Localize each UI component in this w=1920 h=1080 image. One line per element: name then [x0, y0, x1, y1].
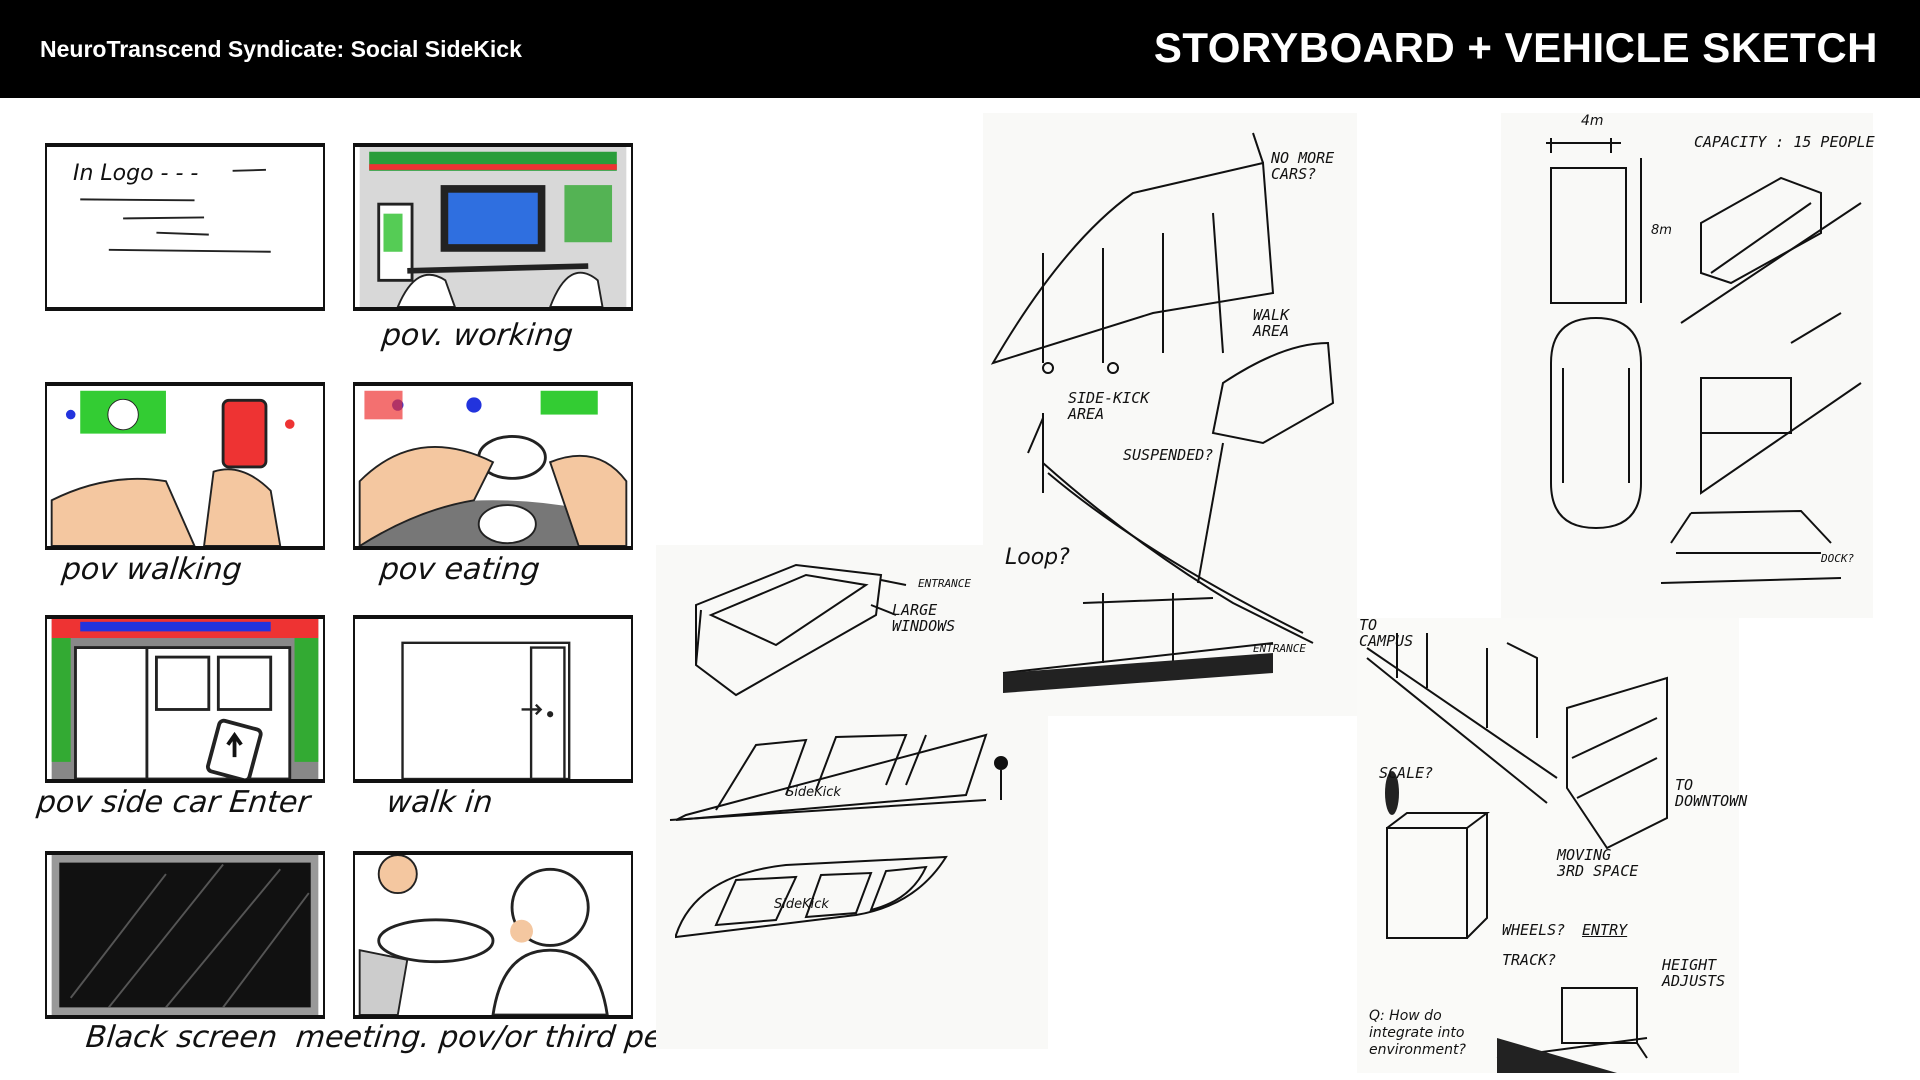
storyboard-panel-black-screen — [45, 851, 325, 1019]
project-subtitle: NeuroTranscend Syndicate: Social SideKic… — [40, 36, 522, 62]
label-sidekick-1: SideKick — [786, 785, 841, 800]
label-suspended: SUSPENDED? — [1123, 446, 1214, 464]
environment-sketch-sheet: TO CAMPUS TO DOWNTOWN MOVING 3rd SPACE S… — [1357, 616, 1747, 1073]
storyboard-panel-logo: In Logo - - - — [45, 143, 325, 311]
label-walk-area: WALK AREA — [1253, 306, 1290, 340]
slide-title: STORYBOARD + VEHICLE SKETCH — [1153, 24, 1878, 71]
label-height-adjusts: HEIGHT ADJUSTS — [1662, 956, 1726, 990]
storyboard-panel-walk-in — [353, 615, 633, 783]
logo-note: In Logo - - - — [73, 161, 199, 186]
label-entrance-middle: ENTRANCE — [1253, 642, 1306, 655]
header-bar: NeuroTranscend Syndicate: Social SideKic… — [0, 0, 1920, 98]
label-to-campus: TO CAMPUS — [1359, 616, 1414, 650]
label-integration-question: Q: How do integrate into environment? — [1369, 1008, 1466, 1058]
storyboard-panel-sidecar-enter — [45, 615, 325, 783]
storyboard-panel-eating — [353, 382, 633, 550]
label-sidekick-area: SIDE-KICK AREA — [1068, 389, 1150, 423]
caption-black-screen: Black screen — [84, 1020, 279, 1055]
label-entry: ENTRY — [1582, 921, 1628, 939]
label-moving-space: MOVING 3rd SPACE — [1557, 846, 1639, 880]
label-to-downtown: TO DOWNTOWN — [1675, 776, 1748, 810]
label-dock: DOCK? — [1821, 552, 1855, 565]
label-entrance: ENTRANCE — [918, 577, 971, 590]
label-large-windows: LARGE WINDOWS — [892, 601, 956, 635]
vehicle-sketch-sheet: ENTRANCE LARGE WINDOWS SideKick SideKick — [656, 545, 1048, 1049]
storyboard-panel-meeting — [353, 851, 633, 1019]
label-length-8m: 8m — [1651, 223, 1672, 238]
caption-eating: pov eating — [378, 552, 542, 587]
caption-walk-in: walk in — [385, 785, 495, 820]
label-capacity: CAPACITY : 15 people — [1694, 133, 1875, 151]
label-wheels: WHEELS? — [1502, 921, 1566, 939]
caption-working: pov. working — [380, 318, 575, 353]
caption-walking: pov walking — [60, 552, 244, 587]
caption-sidecar-enter: pov side car Enter — [35, 785, 312, 820]
label-loop: Loop? — [1005, 545, 1070, 570]
label-width-4m: 4m — [1581, 113, 1604, 129]
storyboard-panel-working — [353, 143, 633, 311]
plan-sketch-sheet: 4m 8m CAPACITY : 15 people DOCK? — [1501, 113, 1875, 618]
storyboard-panel-walking — [45, 382, 325, 550]
label-sidekick-2: SideKick — [774, 897, 829, 912]
label-no-more-cars: NO MORE CARS? — [1271, 149, 1335, 183]
label-scale: SCALE? — [1379, 764, 1434, 782]
label-track: TRACK? — [1502, 951, 1557, 969]
track-sketch-sheet: NO MORE CARS? WALK AREA SIDE-KICK AREA S… — [983, 113, 1357, 716]
